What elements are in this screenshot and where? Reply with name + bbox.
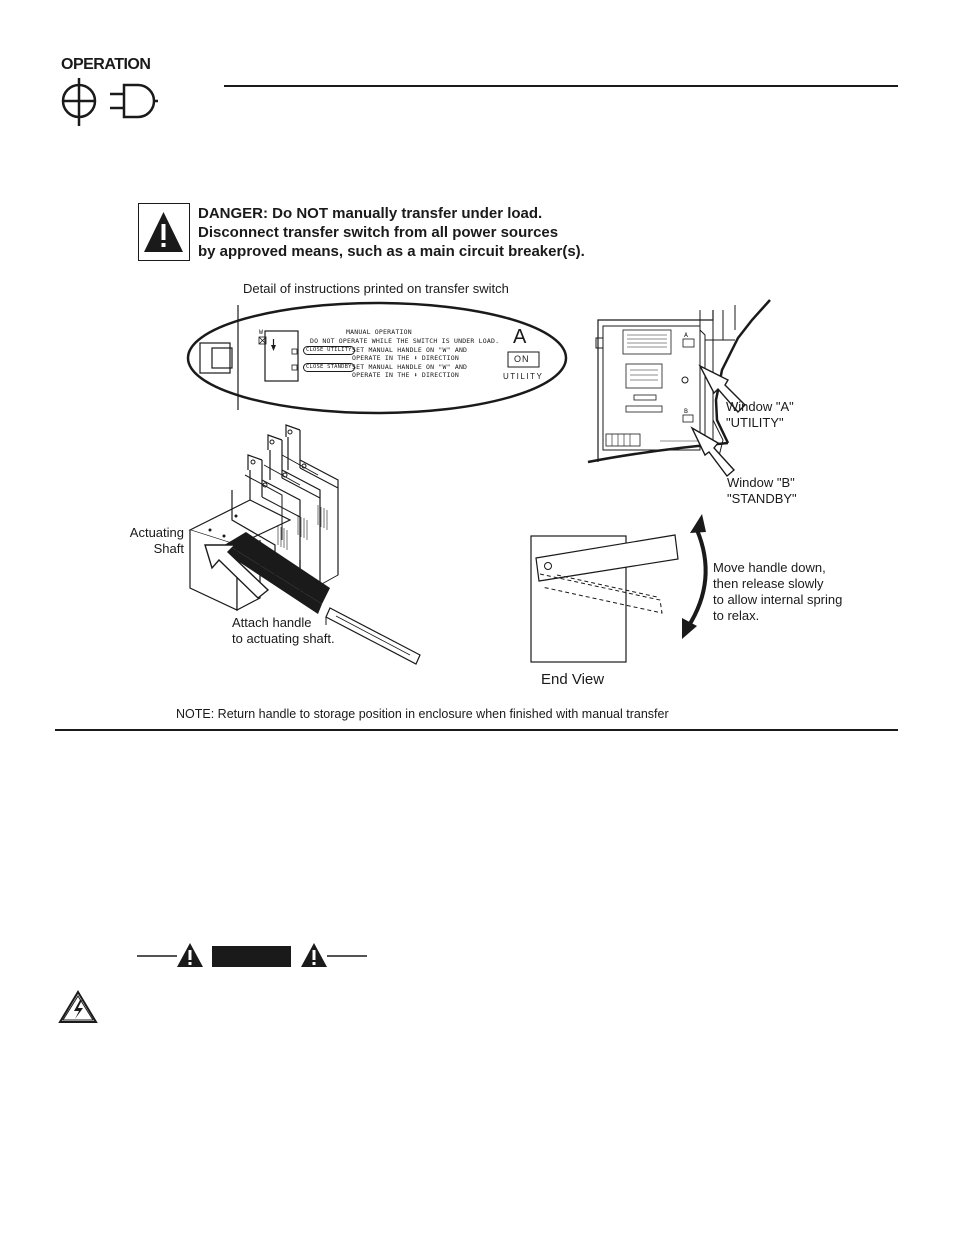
decal-window-state: ON <box>514 354 530 364</box>
danger-line-3: by approved means, such as a main circui… <box>198 243 585 260</box>
generator-plug-icon <box>61 78 158 126</box>
header-rule <box>224 85 898 87</box>
decal-window-letter: A <box>513 326 527 348</box>
end-view-label: End View <box>541 671 605 688</box>
decal-title: MANUAL OPERATION <box>346 328 412 336</box>
decal-standby-instr-1: SET MANUAL HANDLE ON "W" AND <box>352 363 468 371</box>
decal-standby-instr-2: OPERATE IN THE ⬇ DIRECTION <box>352 371 459 379</box>
attach-handle-label: Attach handle to actuating shaft. <box>232 615 335 646</box>
section-title: OPERATION <box>61 56 151 73</box>
decal-marker-w: W <box>259 328 264 336</box>
section-rule <box>55 729 898 731</box>
actuating-shaft-label: Actuating Shaft <box>129 525 184 556</box>
window-a-label: Window "A" "UTILITY" <box>726 399 794 430</box>
transfer-switch-illustration <box>186 299 771 665</box>
figure-note: NOTE: Return handle to storage position … <box>176 707 669 721</box>
decal-window-name: UTILITY <box>503 372 544 381</box>
decal-close-standby: CLOSE STANDBY <box>303 363 355 372</box>
decal-warning: DO NOT OPERATE WHILE THE SWITCH IS UNDER… <box>310 337 500 345</box>
decal-utility-instr-1: SET MANUAL HANDLE ON "W" AND <box>352 346 468 354</box>
danger-line-1: DANGER: Do NOT manually transfer under l… <box>198 205 543 222</box>
signal-word-bar <box>137 943 367 967</box>
window-b-label: Window "B" "STANDBY" <box>727 475 797 506</box>
electrical-hazard-icon <box>58 990 98 1023</box>
warning-triangle-icon <box>144 212 183 252</box>
decal-close-utility: CLOSE UTILITY <box>303 346 355 355</box>
danger-box <box>138 203 190 261</box>
panel-letter-b: B <box>684 407 689 415</box>
danger-line-2: Disconnect transfer switch from all powe… <box>198 224 559 241</box>
danger-text: DANGER: Do NOT manually transfer under l… <box>198 204 585 261</box>
move-handle-label: Move handle down, then release slowly to… <box>713 560 843 623</box>
decal-utility-instr-2: OPERATE IN THE ⬇ DIRECTION <box>352 354 459 362</box>
signal-word-box <box>212 946 291 967</box>
detail-caption: Detail of instructions printed on transf… <box>243 281 509 296</box>
panel-letter-a: A <box>684 331 689 339</box>
